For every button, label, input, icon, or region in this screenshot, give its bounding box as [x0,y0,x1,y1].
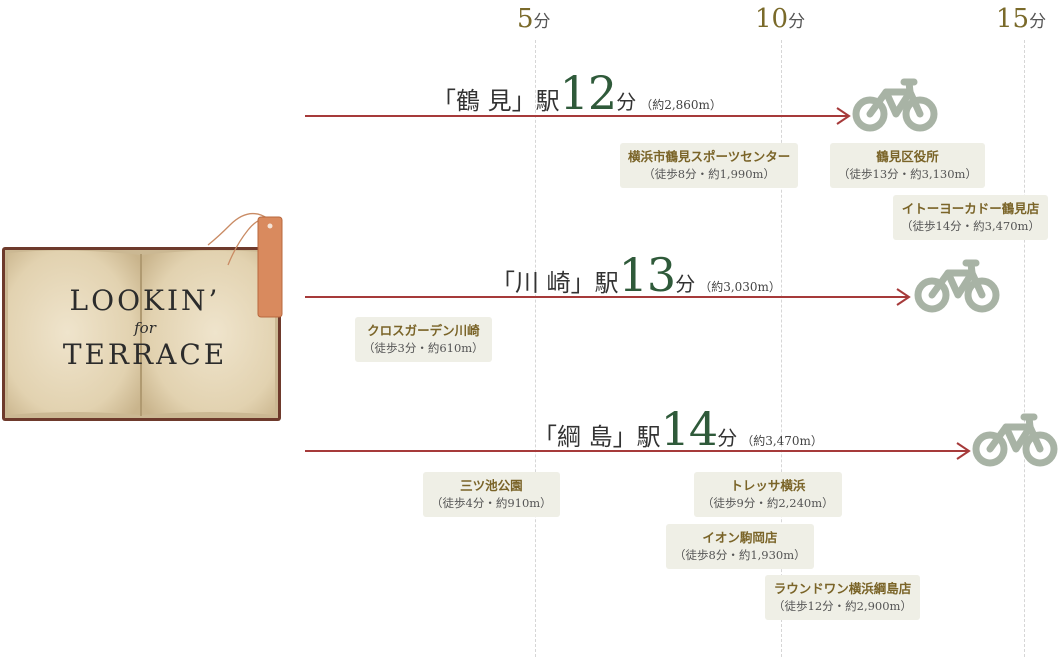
poi-detail: （徒歩8分・約1,990m） [643,167,775,181]
bicycle-icon [852,78,938,132]
poi-card: トレッサ横浜 （徒歩9分・約2,240m） [694,472,842,517]
poi-card: 三ツ池公園 （徒歩4分・約910m） [423,472,560,517]
tick-15min: 15分 [996,4,1047,34]
poi-card: クロスガーデン川崎 （徒歩3分・約610m） [355,317,492,362]
poi-detail: （徒歩3分・約610m） [363,341,484,355]
poi-detail: （徒歩13分・約3,130m） [838,167,977,181]
route-line-tsurumi [305,107,851,125]
poi-name: 鶴見区役所 [876,149,939,164]
poi-card: 横浜市鶴見スポーツセンター （徒歩8分・約1,990m） [620,143,799,188]
route-label-tsunashima: 「綱 島」駅14分（約3,470m） [533,402,823,456]
guide-line-15min [1024,40,1025,657]
tick-5min: 5分 [517,4,551,34]
poi-name: トレッサ横浜 [730,478,806,493]
bicycle-icon [914,259,1000,313]
poi-detail: （徒歩14分・約3,470m） [901,219,1040,233]
route-label-tsurumi: 「鶴 見」駅12分（約2,860m） [432,66,722,120]
book-title: LOOKIN’ for TERRACE [0,285,290,371]
poi-detail: （徒歩4分・約910m） [431,496,552,510]
poi-detail: （徒歩8分・約1,930m） [674,548,806,562]
open-book-icon [2,247,281,421]
route-label-kawasaki: 「川 崎」駅13分（約3,030m） [491,248,781,302]
bicycle-icon [972,413,1058,467]
poi-card: イトーヨーカドー鶴見店 （徒歩14分・約3,470m） [893,195,1048,240]
poi-detail: （徒歩12分・約2,900m） [773,599,912,613]
guide-line-5min [535,40,536,657]
route-line-kawasaki [305,288,911,306]
poi-name: 三ツ池公園 [460,478,523,493]
guide-line-10min [781,40,782,657]
book-title-line2: for [134,319,156,337]
poi-name: ラウンドワン横浜綱島店 [773,581,912,596]
tick-10min: 10分 [755,4,806,34]
poi-name: クロスガーデン川崎 [367,323,480,338]
poi-card: ラウンドワン横浜綱島店 （徒歩12分・約2,900m） [765,575,920,620]
poi-detail: （徒歩9分・約2,240m） [702,496,834,510]
route-line-tsunashima [305,442,971,460]
bookmark-icon [207,213,283,318]
poi-name: イトーヨーカドー鶴見店 [901,201,1040,216]
poi-name: イオン駒岡店 [702,530,778,545]
poi-card: イオン駒岡店 （徒歩8分・約1,930m） [666,524,814,569]
poi-card: 鶴見区役所 （徒歩13分・約3,130m） [830,143,985,188]
book-title-line3: TERRACE [62,338,228,371]
book-title-line1: LOOKIN’ [69,284,221,317]
poi-name: 横浜市鶴見スポーツセンター [628,149,791,164]
